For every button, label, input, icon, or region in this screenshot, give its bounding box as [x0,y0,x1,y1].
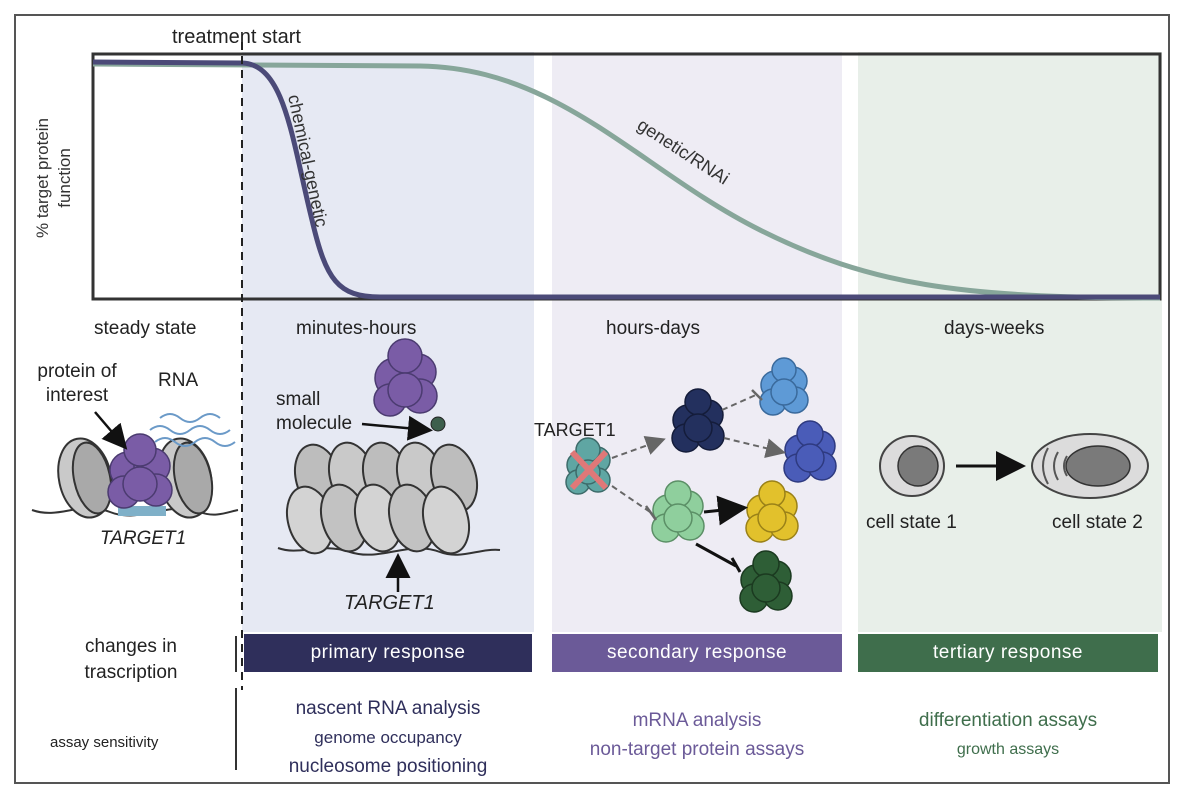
cell-state-2-label: cell state 2 [1052,512,1143,533]
genetic-rnai-curve [92,61,1161,301]
phase-minutes-hours: minutes-hours [296,318,417,339]
assay-item: mRNA analysis [632,710,762,731]
assay-sensitivity-label: assay sensitivity [50,734,159,751]
blue-violet-protein [783,420,837,483]
green-protein [651,480,705,543]
rna-waves [149,425,231,435]
panel-tertiary [858,52,1162,632]
phase-steady-state: steady state [94,318,197,339]
dark-green-protein [739,550,793,613]
primary-response-bar: primary response [244,634,532,672]
assay-item: genome occupancy [314,728,462,747]
secondary-assays: mRNA analysis non-target protein assays [536,706,858,764]
y-axis-label-line2: function [55,148,74,208]
y-axis-label: % target protein [33,118,52,238]
tertiary-assays: differentiation assays growth assays [858,706,1158,764]
protein-of-interest [107,433,173,509]
cell-state-1-label: cell state 1 [866,512,957,533]
chemical-genetic-curve [92,59,1160,300]
assay-item: non-target protein assays [589,739,805,760]
light-blue-protein [759,357,809,416]
small-molecule-label: small molecule [276,389,353,434]
chromatin-fiber [285,441,479,555]
steady-target1-label: TARGET1 [100,528,187,549]
secondary-illustration [565,357,837,613]
plot-area [91,52,1162,301]
tertiary-illustration [879,433,1149,499]
genetic-rnai-label: genetic/RNAi [634,115,733,189]
phase-days-weeks: days-weeks [944,318,1045,339]
secondary-response-bar: secondary response [552,634,842,672]
primary-illustration [277,338,501,592]
secondary-target1-label: TARGET1 [534,420,616,440]
assay-item: nascent RNA analysis [295,698,481,719]
chemical-genetic-label: chemical-genetic [284,93,332,229]
small-molecule [430,416,446,432]
figure-frame [14,14,1170,784]
rna-label: RNA [158,370,199,391]
steady-state-illustration [31,411,239,519]
treatment-start-label: treatment start [172,26,301,48]
tertiary-response-bar: tertiary response [858,634,1158,672]
navy-protein [671,388,725,453]
small-molecule-protein [373,338,438,417]
yellow-protein [745,480,799,543]
phase-hours-days: hours-days [606,318,700,339]
assay-item: nucleosome positioning [288,756,488,777]
assay-item: growth assays [956,741,1060,758]
primary-target1-label: TARGET1 [344,592,435,614]
changes-in-transcription-label: changes in trascription [84,636,178,683]
primary-assays: nascent RNA analysis genome occupancy nu… [244,694,532,781]
assay-item: differentiation assays [918,710,1098,731]
protein-of-interest-label: protein of interest [37,361,117,406]
